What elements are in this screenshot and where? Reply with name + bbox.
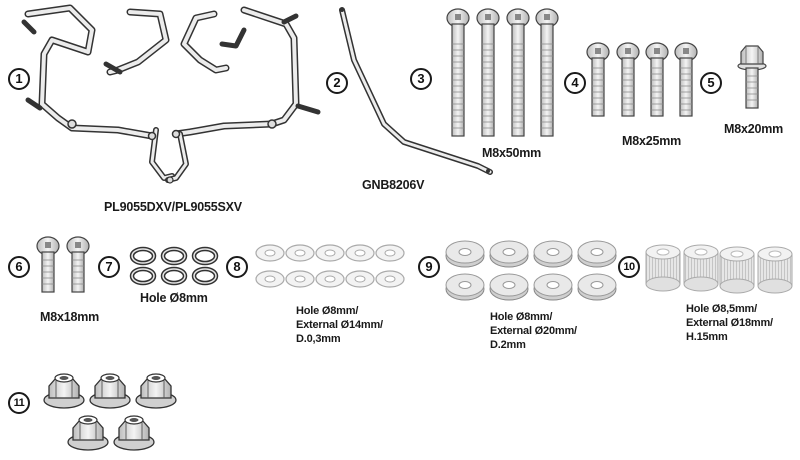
thick-washers <box>445 240 617 301</box>
label-item-1: PL9055DXV/PL9055SXV <box>104 200 242 214</box>
item-number-8: 8 <box>226 256 248 278</box>
item-number-9: 9 <box>418 256 440 278</box>
item-number-1: 1 <box>8 68 30 90</box>
item-number-11: 11 <box>8 392 30 414</box>
bolts-m8x50 <box>446 8 559 137</box>
spring-washers <box>129 246 219 286</box>
label-item-10: Hole Ø8,5mm/ External Ø18mm/ H.15mm <box>686 303 773 343</box>
support-bar <box>339 7 493 175</box>
frame-left <box>21 4 175 181</box>
label-item-5: M8x20mm <box>724 122 784 136</box>
flange-nuts <box>43 373 177 451</box>
thin-washers <box>255 244 405 288</box>
item-number-6: 6 <box>8 256 30 278</box>
frame-right <box>165 6 321 184</box>
label-item-9: Hole Ø8mm/ External Ø20mm/ D.2mm <box>490 311 577 351</box>
item-number-5: 5 <box>700 72 722 94</box>
hex-bolt-m8x20 <box>737 45 767 109</box>
bolts-m8x18 <box>36 236 90 293</box>
label-item-8: Hole Ø8mm/ External Ø14mm/ D.0,3mm <box>296 305 383 345</box>
item-number-3: 3 <box>410 68 432 90</box>
label-item-6: M8x18mm <box>40 310 100 324</box>
label-item-7: Hole Ø8mm <box>140 291 208 305</box>
item-number-2: 2 <box>326 72 348 94</box>
label-item-4: M8x25mm <box>622 134 682 148</box>
item-number-10: 10 <box>618 256 640 278</box>
label-item-3: M8x50mm <box>482 146 542 160</box>
item-number-4: 4 <box>564 72 586 94</box>
label-item-2: GNB8206V <box>362 178 425 192</box>
spacers <box>645 244 793 294</box>
bolts-m8x25 <box>586 42 698 117</box>
item-number-7: 7 <box>98 256 120 278</box>
